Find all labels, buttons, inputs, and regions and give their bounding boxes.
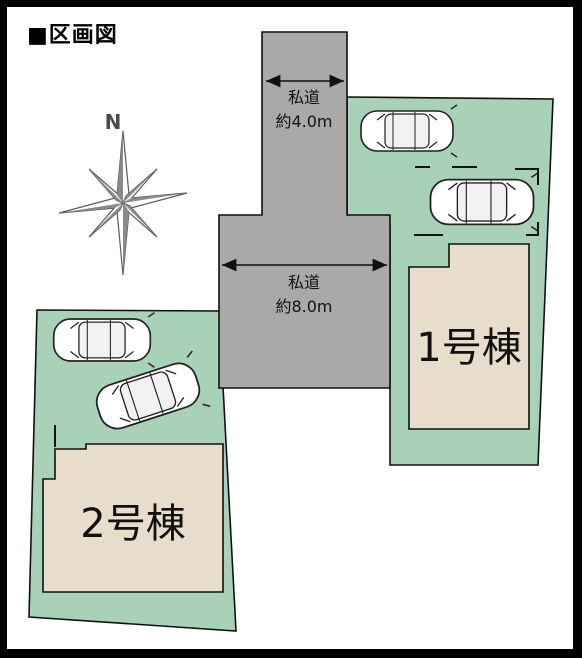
building-1-label: 1号棟 xyxy=(416,325,521,371)
road-8m-name: 私道 xyxy=(288,273,320,292)
building-2-footprint xyxy=(42,443,224,593)
building-2-label: 2号棟 xyxy=(80,501,185,547)
road-4m-width: 約4.0m xyxy=(275,112,332,131)
road-4m-name: 私道 xyxy=(288,88,320,107)
site-plan-drawing: 私道 約4.0m 私道 約8.0m 1号棟 2号棟 xyxy=(28,31,554,632)
car-icon xyxy=(52,311,156,369)
car-icon xyxy=(429,171,539,233)
north-label: N xyxy=(105,110,122,134)
private-road xyxy=(218,31,391,389)
site-plan-frame: ■区画図 xyxy=(7,7,573,649)
building-1-footprint xyxy=(408,243,530,430)
page-title: ■区画図 xyxy=(27,23,118,48)
car-icon xyxy=(360,104,458,158)
road-8m-width: 約8.0m xyxy=(275,297,332,316)
compass-rose-icon xyxy=(58,130,188,276)
parking-marks xyxy=(54,166,539,447)
